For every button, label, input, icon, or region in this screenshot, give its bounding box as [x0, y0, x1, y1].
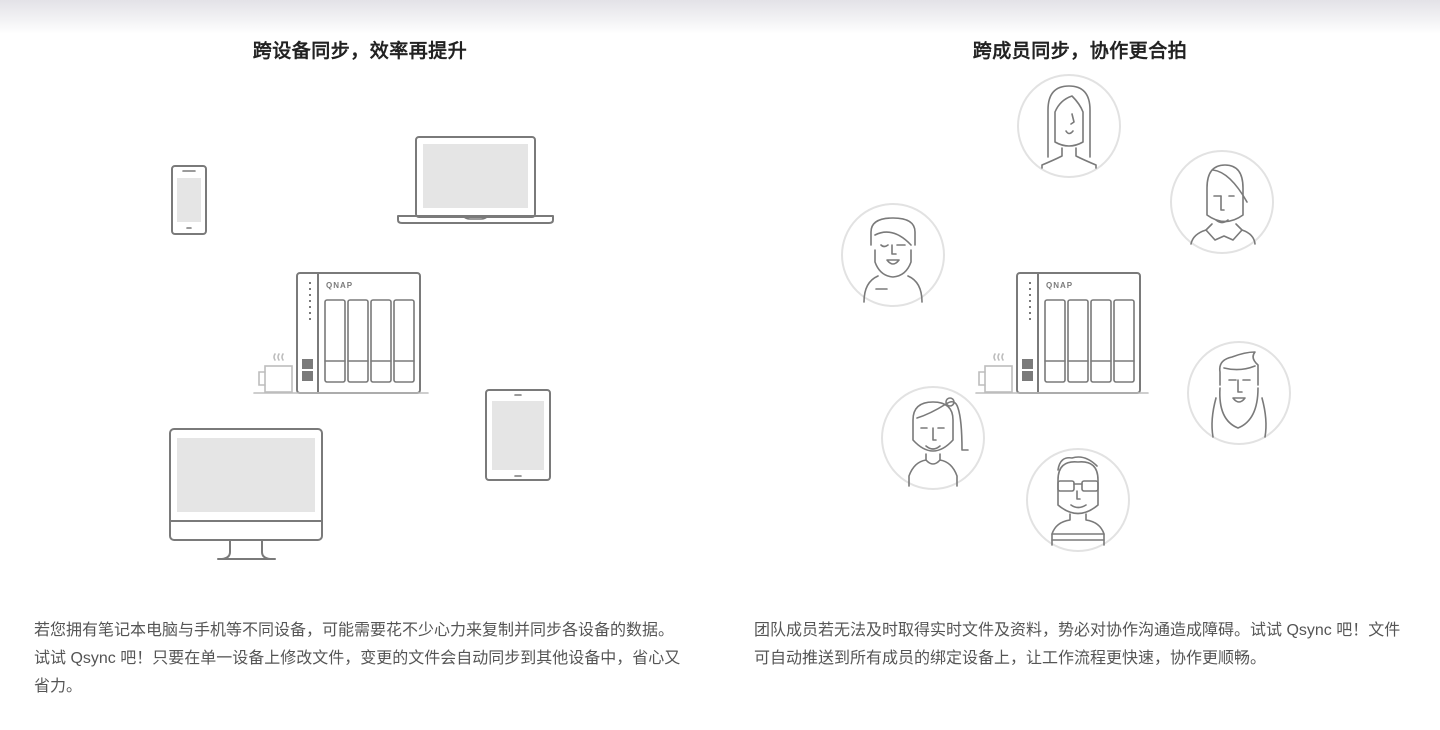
top-gradient-bar [0, 0, 1440, 34]
man-side-part-avatar [1170, 150, 1274, 254]
nas-icon: QNAP [975, 272, 1149, 394]
section-title: 跨设备同步，效率再提升 [252, 41, 468, 62]
desktop-monitor-icon [169, 428, 323, 560]
smartphone-icon [171, 165, 207, 235]
member-sync-section: 跨成员同步，协作更合拍 [720, 0, 1440, 730]
woman-long-hair-avatar [1017, 74, 1121, 178]
nas-icon: QNAP [253, 272, 429, 394]
girl-ponytail-avatar [881, 386, 985, 490]
coffee-mug-icon [258, 353, 293, 393]
laptop-icon [397, 136, 554, 224]
device-sync-section: 跨设备同步，效率再提升 QNAP [34, 41, 681, 695]
nas-brand-label: QNAP [1046, 281, 1073, 290]
section-title: 跨成员同步，协作更合拍 [972, 41, 1188, 62]
section-description: 若您拥有笔记本电脑与手机等不同设备，可能需要花不少心力来复制并同步各设备的数据。… [34, 622, 681, 695]
device-sync-illustration: QNAP [169, 136, 554, 560]
bearded-man-avatar [841, 203, 945, 307]
tablet-icon [485, 389, 551, 481]
section-description: 团队成员若无法及时取得实时文件及资料，势必对协作沟通造成障碍。试试 Qsync … [754, 622, 1401, 667]
member-sync-illustration: QNAP [841, 74, 1291, 552]
nas-brand-label: QNAP [326, 281, 353, 290]
man-quiff-beard-avatar [1187, 341, 1291, 445]
coffee-mug-icon [978, 353, 1013, 393]
man-glasses-avatar [1026, 448, 1130, 552]
